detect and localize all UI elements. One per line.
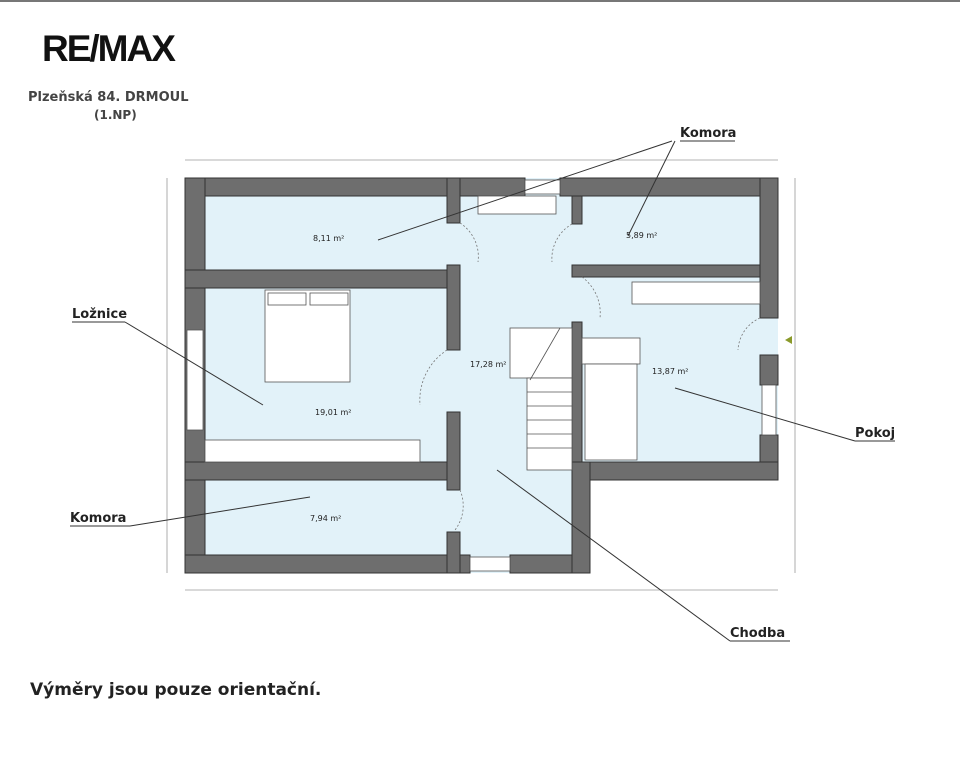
label-chodba: Chodba — [730, 626, 785, 641]
area-loznice: 19,01 m² — [315, 408, 351, 417]
area-komora-top-left: 8,11 m² — [313, 234, 344, 243]
leader-lines — [70, 140, 895, 642]
doors — [419, 222, 761, 531]
furniture — [204, 195, 761, 463]
dimension-lines — [166, 159, 796, 591]
area-chodba: 17,28 m² — [470, 360, 506, 369]
remax-logo: RE/MAX — [42, 28, 176, 69]
disclaimer-note: Výměry jsou pouze orientační. — [30, 680, 322, 700]
label-komora-top: Komora — [680, 126, 736, 141]
staircase — [509, 327, 573, 471]
area-komora-bottom: 7,94 m² — [310, 514, 341, 523]
label-pokoj: Pokoj — [855, 426, 895, 441]
floor-label: (1.NP) — [94, 108, 137, 122]
top-border — [0, 0, 960, 2]
entrance-arrow-icon — [785, 336, 792, 344]
area-pokoj: 13,87 m² — [652, 367, 688, 376]
address: Plzeňská 84. DRMOUL — [28, 90, 189, 105]
windows — [186, 179, 777, 572]
label-loznice: Ložnice — [72, 307, 127, 322]
area-komora-top-right: 5,89 m² — [626, 231, 657, 240]
label-komora-bottom: Komora — [70, 511, 126, 526]
